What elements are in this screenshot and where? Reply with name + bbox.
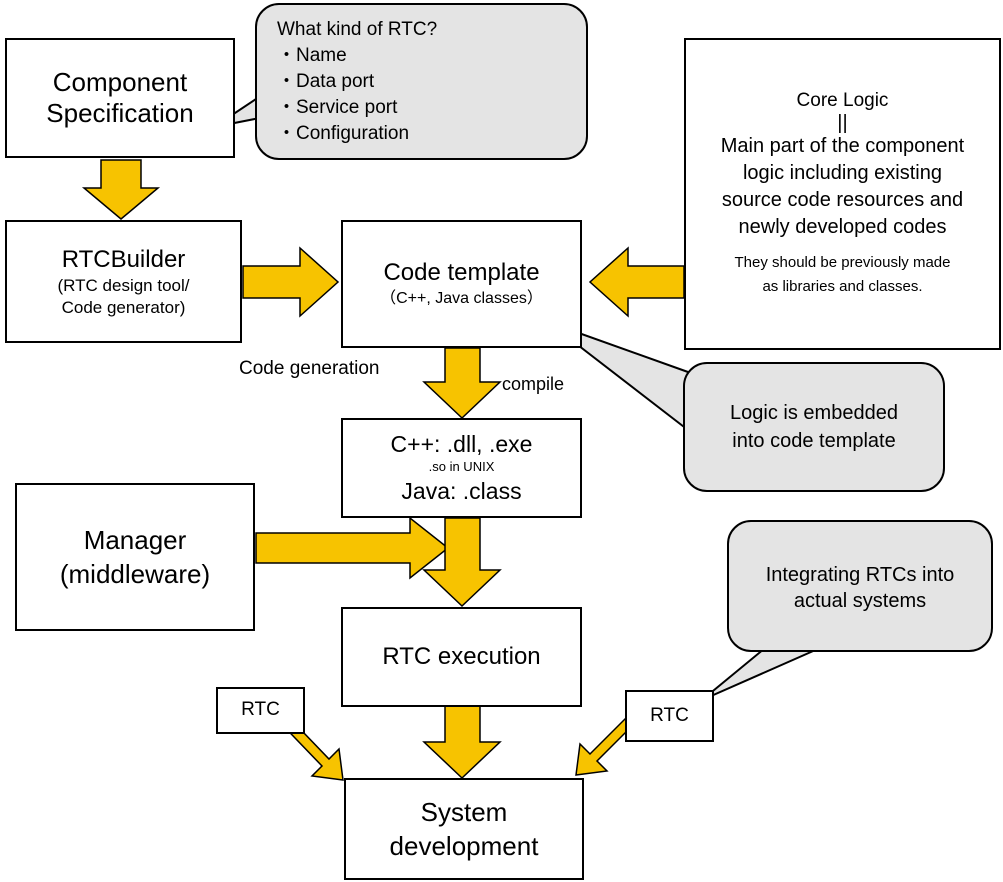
arrow-execution-to-system <box>422 705 502 780</box>
core-logic-desc-3: source code resources and <box>721 189 964 211</box>
arrow-builder-to-template <box>242 246 340 318</box>
rtcbuilder-sub-1: (RTC design tool/ <box>57 275 190 295</box>
core-logic-note-2: as libraries and classes. <box>762 278 923 295</box>
core-logic-equals: || <box>837 112 848 134</box>
binaries-cpp: C++: .dll, .exe <box>390 431 533 457</box>
rtc-kind-item-service-port: ・Service port <box>277 96 398 118</box>
component-spec-line1: Component <box>52 66 188 97</box>
logic-embedded-line2: into code template <box>732 430 896 452</box>
rtc-kind-item-configuration: ・Configuration <box>277 122 410 144</box>
code-generation-label: Code generation <box>239 358 380 379</box>
manager-line1: Manager <box>83 525 187 555</box>
arrow-corelogic-to-template <box>588 246 685 318</box>
manager-line2: (middleware) <box>59 559 211 589</box>
component-spec-line2: Specification <box>46 98 194 128</box>
rtc-left-box: RTC <box>216 687 305 734</box>
logic-embedded-bubble: Logic is embedded into code template <box>683 362 945 492</box>
code-template-box: Code template （C++, Java classes） <box>341 220 582 348</box>
bubble-pointer-rtc <box>701 642 821 701</box>
rtc-execution-box: RTC execution <box>341 607 582 707</box>
rtcbuilder-box: RTCBuilder (RTC design tool/ Code genera… <box>5 220 242 343</box>
code-template-title: Code template <box>383 259 540 286</box>
component-specification-box: Component Specification <box>5 38 235 158</box>
integrating-bubble: Integrating RTCs into actual systems <box>727 520 993 652</box>
core-logic-desc-4: newly developed codes <box>738 216 947 238</box>
binaries-java: Java: .class <box>401 478 522 504</box>
arrow-template-to-binaries <box>422 347 502 420</box>
binaries-unix: .so in UNIX <box>428 459 495 474</box>
integrating-line1: Integrating RTCs into <box>765 564 955 586</box>
system-development-box: System development <box>344 778 584 880</box>
arrow-manager-to-flow <box>255 516 450 580</box>
system-development-line1: System <box>420 797 508 827</box>
core-logic-box: Core Logic || Main part of the component… <box>684 38 1001 350</box>
system-development-line2: development <box>389 831 539 861</box>
rtc-right-label: RTC <box>650 704 689 726</box>
manager-box: Manager (middleware) <box>15 483 255 631</box>
rtc-kind-bubble: What kind of RTC? ・Name ・Data port ・Serv… <box>255 3 588 160</box>
core-logic-desc-2: logic including existing <box>742 162 942 184</box>
core-logic-note-1: They should be previously made <box>734 254 951 271</box>
compile-label: compile <box>502 374 565 394</box>
rtc-kind-item-name: ・Name <box>277 44 347 66</box>
rtc-kind-item-data-port: ・Data port <box>277 70 375 92</box>
code-template-sub: （C++, Java classes） <box>380 290 543 307</box>
logic-embedded-line1: Logic is embedded <box>730 402 898 424</box>
rtcbuilder-title: RTCBuilder <box>61 245 186 273</box>
binaries-box: C++: .dll, .exe .so in UNIX Java: .class <box>341 418 582 518</box>
rtc-execution-label: RTC execution <box>382 642 541 670</box>
core-logic-desc-1: Main part of the component <box>720 135 965 157</box>
rtc-right-box: RTC <box>625 690 714 742</box>
core-logic-title: Core Logic <box>796 90 889 111</box>
integrating-line2: actual systems <box>793 590 927 612</box>
rtc-kind-title: What kind of RTC? <box>277 18 438 40</box>
arrow-binaries-to-execution <box>422 517 502 608</box>
rtcbuilder-sub-2: Code generator) <box>61 297 186 317</box>
rtc-left-label: RTC <box>241 699 280 721</box>
arrow-spec-to-builder <box>81 159 161 220</box>
